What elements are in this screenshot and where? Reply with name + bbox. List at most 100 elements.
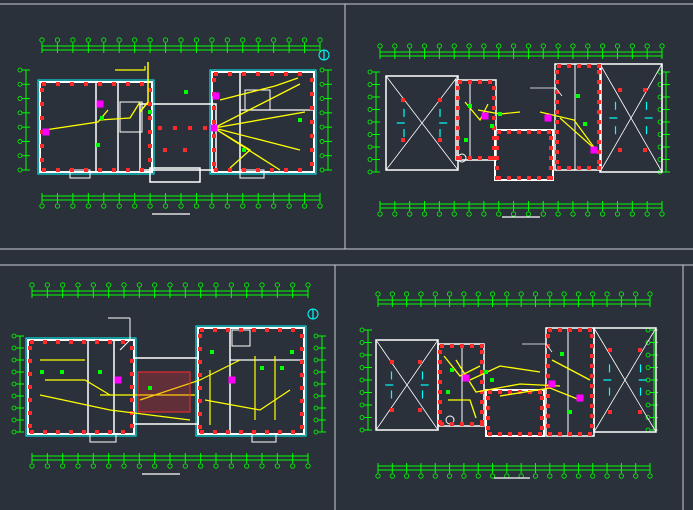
fixture-mark	[548, 328, 552, 332]
grid-bubble	[359, 352, 365, 358]
corridor-wall	[133, 357, 199, 425]
fixture-mark	[456, 126, 460, 130]
fixture-mark	[121, 340, 125, 344]
fixture-mark	[98, 168, 102, 172]
grid-bubble	[496, 211, 502, 217]
fixture-mark	[300, 425, 304, 429]
grid-bubble	[481, 43, 487, 49]
grid-bubble	[152, 463, 158, 469]
fixture-mark	[28, 424, 32, 428]
grid-bubble	[319, 110, 325, 116]
grid-bubble	[44, 463, 50, 469]
grid-bubble	[404, 291, 410, 297]
window-bay	[251, 433, 277, 443]
fixture-mark	[590, 334, 594, 338]
grid-bubble	[647, 473, 653, 479]
wiring-run	[213, 127, 301, 151]
fixture-mark	[278, 430, 282, 434]
fixture-mark	[203, 126, 207, 130]
roof-outline	[599, 63, 663, 173]
fixture-mark	[213, 328, 217, 332]
grid-bubble	[213, 282, 219, 288]
grid-bubble	[286, 37, 292, 43]
grid-bubble	[182, 282, 188, 288]
grid-bubble	[313, 357, 319, 363]
outlet-mark	[148, 110, 152, 114]
fixture-mark	[108, 430, 112, 434]
fixture-mark	[597, 166, 601, 170]
grid-bubble	[17, 153, 23, 159]
fixture-mark	[546, 404, 550, 408]
fixture-mark	[242, 72, 246, 76]
fixture-mark	[618, 148, 622, 152]
grid-bubble	[561, 473, 567, 479]
fixture-mark	[495, 136, 499, 140]
fixture-mark	[28, 398, 32, 402]
floor-plan-roof-level-alt[interactable]	[359, 291, 658, 479]
grid-bubble	[305, 463, 311, 469]
fixture-mark	[497, 130, 501, 134]
grid-bubble	[70, 203, 76, 209]
fixture-mark	[198, 412, 202, 416]
fixture-mark	[590, 364, 594, 368]
fixture-mark	[590, 354, 594, 358]
fixture-mark	[310, 78, 314, 82]
grid-bubble	[106, 282, 112, 288]
grid-bubble	[317, 203, 323, 209]
grid-bubble	[367, 169, 373, 175]
grid-bubble	[436, 211, 442, 217]
fixture-mark	[597, 110, 601, 114]
fixture-mark	[438, 360, 442, 364]
grid-bubble	[17, 81, 23, 87]
fixture-mark	[488, 80, 492, 84]
grid-bubble	[11, 381, 17, 387]
hall-fixture-zone	[137, 371, 191, 413]
wiring-run	[559, 117, 597, 151]
fixture-mark	[148, 130, 152, 134]
grid-bubble	[645, 352, 651, 358]
grid-bubble	[116, 37, 122, 43]
floor-plan-first-floor[interactable]	[17, 37, 332, 215]
fixture-mark	[40, 102, 44, 106]
fixture-mark	[492, 86, 496, 90]
fixture-mark	[82, 340, 86, 344]
grid-bubble	[540, 211, 546, 217]
grid-bubble	[60, 463, 66, 469]
wiring-run	[443, 355, 481, 377]
grid-bubble	[198, 463, 204, 469]
floor-plan-roof-level[interactable]	[367, 43, 670, 218]
fixture-mark	[577, 64, 581, 68]
grid-bubble	[644, 43, 650, 49]
grid-bubble	[17, 67, 23, 73]
leader-line	[545, 343, 553, 353]
fixture-mark	[540, 426, 544, 430]
grid-bubble	[132, 37, 138, 43]
fixture-mark	[456, 96, 460, 100]
grid-bubble	[575, 473, 582, 479]
distribution-panel	[228, 376, 236, 384]
grid-bubble	[244, 463, 250, 469]
grid-bubble	[17, 96, 23, 101]
outlet-mark	[560, 352, 564, 356]
roof-hip-line	[624, 327, 657, 381]
grid-bubble	[421, 211, 428, 217]
grid-bubble	[590, 473, 596, 479]
grid-bubble	[44, 282, 50, 288]
fixture-mark	[590, 374, 594, 378]
outlet-mark	[450, 368, 454, 372]
fixture-mark	[300, 386, 304, 390]
fixture-mark	[212, 78, 216, 82]
window-bay	[69, 169, 91, 179]
grid-bubble	[136, 282, 142, 288]
fixture-mark	[126, 168, 130, 172]
floor-plan-second-floor[interactable]	[11, 282, 326, 475]
distribution-panel	[212, 92, 220, 100]
fixture-mark	[310, 92, 314, 96]
fixture-mark	[140, 168, 144, 172]
grid-bubble	[147, 203, 153, 209]
fixture-mark	[538, 432, 542, 436]
grid-bubble	[116, 203, 122, 209]
grid-bubble	[244, 282, 250, 288]
grid-bubble	[377, 43, 383, 49]
window-bay	[89, 433, 117, 443]
